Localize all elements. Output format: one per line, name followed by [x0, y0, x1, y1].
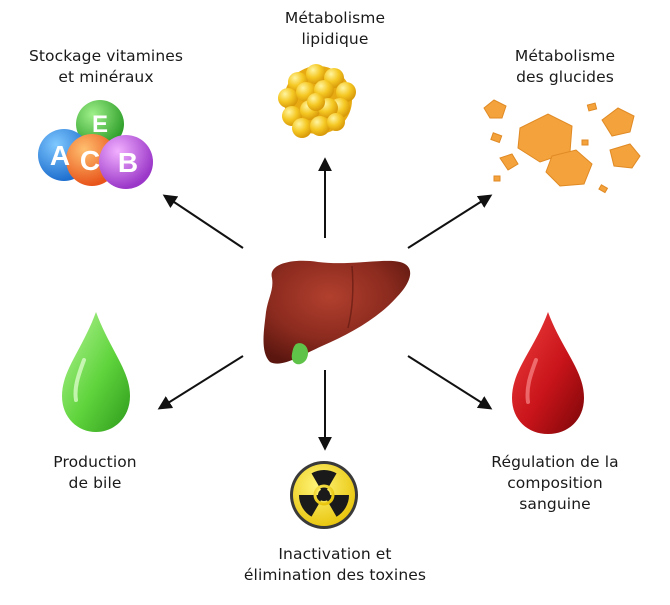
label-metabolisme-glucides: Métabolisme des glucides [470, 46, 660, 88]
gallbladder-icon [291, 343, 309, 365]
label-regulation-sanguine: Régulation de la composition sanguine [455, 452, 655, 515]
vitamin-letter-e: E [92, 111, 108, 138]
label-line: de bile [68, 474, 122, 492]
liver-illustration [263, 260, 411, 365]
label-production-bile: Production de bile [20, 452, 170, 494]
vitamin-letter-c: C [80, 145, 100, 176]
fat-cluster-icon [278, 64, 356, 138]
arrow-to-vitamins [162, 194, 244, 249]
label-line: Production [53, 453, 137, 471]
vitamin-letter-a: A [50, 140, 70, 171]
label-elimination-toxines: Inactivation et élimination des toxines [195, 544, 475, 586]
label-stockage-vitamines: Stockage vitamines et minéraux [0, 46, 212, 88]
glucose-crystals-icon [483, 99, 641, 194]
label-line: Inactivation et [278, 545, 392, 563]
vitamin-letter-b: B [118, 147, 138, 178]
arrows [157, 157, 493, 451]
blood-drop-icon [512, 312, 584, 434]
radiation-icon [290, 461, 358, 529]
label-line: composition [507, 474, 603, 492]
label-line: élimination des toxines [243, 566, 427, 584]
label-line: sanguine [519, 495, 591, 513]
vitamin-spheres-icon: E A C B [38, 100, 153, 189]
label-line: Régulation de la [491, 453, 619, 471]
label-metabolisme-lipidique: Métabolisme lipidique [235, 8, 435, 50]
arrow-to-bile [157, 355, 244, 410]
label-line: Stockage vitamines [28, 47, 184, 65]
bile-drop-icon [62, 312, 130, 432]
label-line: Métabolisme [514, 47, 616, 65]
arrow-to-sang [407, 355, 493, 410]
label-line: lipidique [301, 30, 369, 48]
label-line: des glucides [516, 68, 614, 86]
arrow-to-glucides [407, 194, 493, 249]
label-line: et minéraux [58, 68, 154, 86]
label-line: Métabolisme [284, 9, 386, 27]
